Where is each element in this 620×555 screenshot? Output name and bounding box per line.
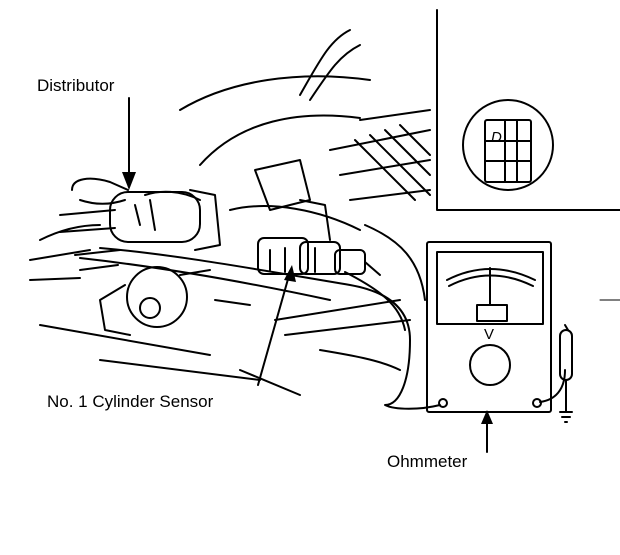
distributor-label: Distributor (37, 76, 115, 95)
arrowheads (122, 172, 493, 424)
meter-scale-letter: V (484, 326, 495, 343)
ohmmeter (426, 241, 573, 423)
connector-inset (436, 9, 620, 211)
cylinder-sensor-label: No. 1 Cylinder Sensor (47, 392, 214, 411)
engine-bay-lines (29, 29, 620, 396)
distributor (59, 177, 221, 336)
sensor-arrowhead (284, 265, 296, 282)
test-leads (79, 247, 566, 410)
cylinder-sensor (254, 159, 381, 276)
ohmmeter-arrowhead (481, 410, 493, 424)
connector-terminal-letter: D (491, 129, 502, 146)
ohmmeter-label: Ohmmeter (387, 452, 468, 471)
distributor-arrowhead (122, 172, 136, 190)
